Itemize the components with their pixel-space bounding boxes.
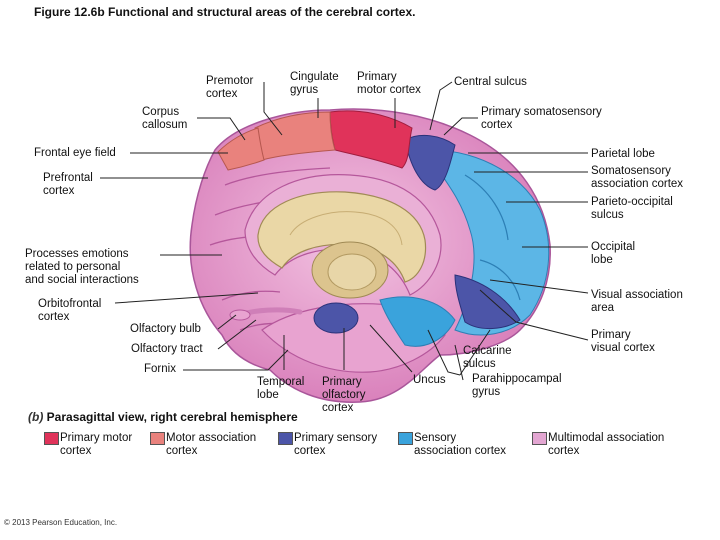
label-prefrontal-cortex: Prefrontal cortex (43, 172, 93, 197)
sensory-association-region (424, 149, 550, 336)
label-processes-emotions: Processes emotions related to personal a… (25, 248, 139, 286)
primary-somatosensory-region (404, 134, 456, 191)
label-olfactory-tract: Olfactory tract (131, 343, 203, 355)
label-occipital-lobe: Occipital lobe (591, 241, 636, 266)
label-primary-motor-cortex: Primary motor cortex (357, 71, 421, 96)
label-frontal-eye-field: Frontal eye field (34, 147, 116, 159)
label-primary-visual-cortex: Primary visual cortex (591, 329, 655, 354)
label-corpus-callosum: Corpus callosum (142, 106, 188, 131)
label-parahippocampal-gyrus: Parahippocampal gyrus (472, 373, 562, 398)
leader-lines (100, 81, 589, 381)
label-orbitofrontal-cortex: Orbitofrontal cortex (38, 298, 102, 323)
label-parietal-lobe: Parietal lobe (591, 148, 655, 160)
label-premotor-cortex: Premotor cortex (206, 75, 254, 100)
label-central-sulcus: Central sulcus (454, 76, 527, 88)
label-parieto-occipital-sulcus: Parieto-occipital sulcus (591, 196, 673, 221)
legend-swatch-primary-sensory (278, 432, 293, 445)
figure-caption: (b) Parasagittal view, right cerebral he… (28, 410, 298, 424)
primary-visual-region (454, 274, 521, 329)
legend-swatch-primary-motor (44, 432, 59, 445)
frontal-eye-field-region (217, 127, 265, 171)
caption-text: Parasagittal view, right cerebral hemisp… (46, 410, 298, 424)
legend-label-multimodal-association: Multimodal association cortex (548, 432, 665, 457)
legend-swatch-motor-association (150, 432, 165, 445)
label-cingulate-gyrus: Cingulate gyrus (290, 71, 339, 96)
legend-label-sensory-association: Sensory association cortex (414, 432, 507, 457)
label-primary-somatosensory-cortex: Primary somatosensory cortex (481, 106, 602, 131)
caption-letter: (b) (28, 410, 44, 424)
copyright-notice: © 2013 Pearson Education, Inc. (4, 518, 118, 527)
label-primary-olfactory-cortex: Primary olfactory cortex (322, 376, 366, 414)
olfactory-bulb-shape (229, 309, 251, 321)
parahippocampal-region (379, 296, 456, 347)
corpus-callosum (257, 191, 427, 283)
label-fornix: Fornix (144, 363, 176, 375)
label-visual-association-area: Visual association area (591, 289, 683, 314)
legend-swatch-sensory-association (398, 432, 413, 445)
legend-label-motor-association: Motor association cortex (166, 432, 257, 457)
legend-label-primary-motor: Primary motor cortex (60, 432, 133, 457)
label-temporal-lobe: Temporal lobe (257, 376, 305, 401)
figure-title: Figure 12.6b Functional and structural a… (34, 5, 416, 19)
label-somatosensory-association-cortex: Somatosensory association cortex (591, 165, 684, 190)
label-uncus: Uncus (413, 374, 446, 386)
legend-label-primary-sensory: Primary sensory cortex (294, 432, 378, 457)
label-olfactory-bulb: Olfactory bulb (130, 323, 201, 335)
legend-swatch-multimodal-association (532, 432, 547, 445)
primary-olfactory-region (313, 302, 359, 334)
label-calcarine-sulcus: Calcarine sulcus (463, 345, 512, 370)
